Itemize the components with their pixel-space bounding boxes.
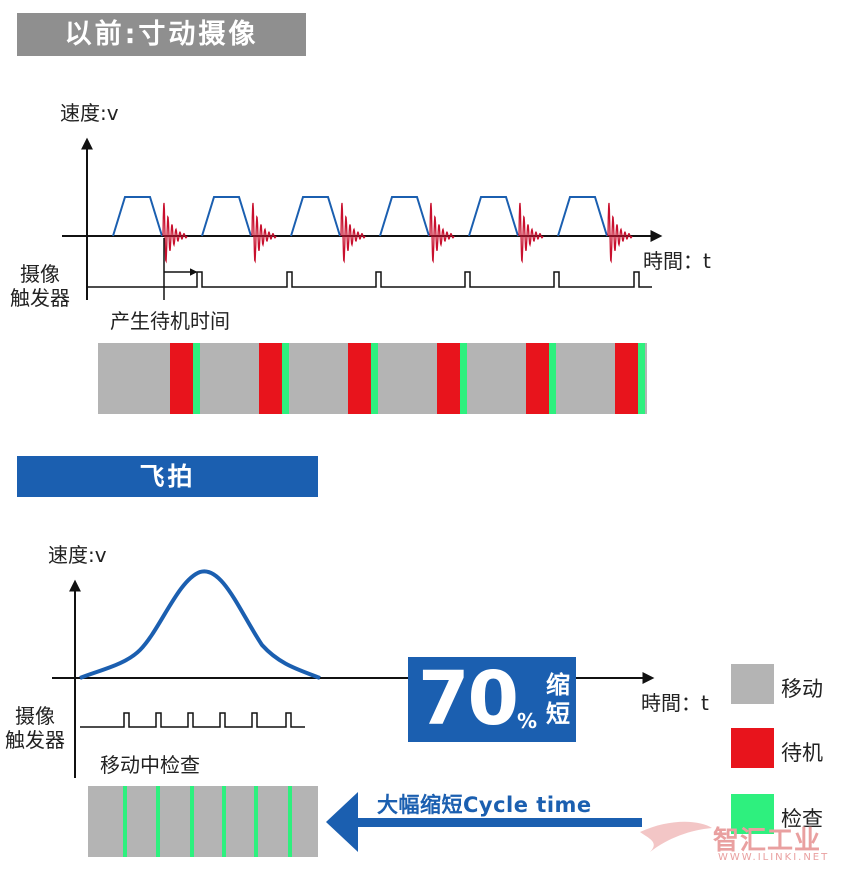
timeline-check-segment (254, 786, 258, 857)
vibration-wave (518, 202, 544, 264)
top-speed-axis-label: 速度:v (60, 101, 119, 125)
vibration-wave (251, 202, 277, 264)
timeline-move-segment (88, 786, 318, 857)
timeline-check-segment (371, 343, 378, 414)
timeline-check-segment (156, 786, 160, 857)
top-vibration-waves (162, 202, 633, 264)
vibration-wave (429, 202, 455, 264)
cycle-time-arrow (326, 792, 642, 852)
reduction-percent: % (517, 709, 538, 733)
trigger-pulse-line (80, 712, 305, 728)
bottom-timeline-bar (88, 786, 318, 857)
trigger-pulse-line (88, 271, 652, 288)
legend-swatch-wait (731, 728, 774, 768)
bottom-time-axis-label: 時間：t (641, 691, 709, 715)
legend-label-wait: 待机 (781, 741, 823, 765)
legend-label-check: 检查 (781, 807, 823, 831)
bottom-speed-curve (79, 569, 321, 680)
trigger-label-line-1: 摄像 (15, 704, 55, 728)
top-trigger-label: 摄像 触发器 (8, 262, 72, 310)
legend-label-move: 移动 (781, 677, 823, 701)
flying-shot-banner: 飞拍 (17, 456, 318, 497)
timeline-wait-segment (615, 343, 638, 414)
reduction-word: 缩短 (546, 671, 570, 728)
wait-time-note: 产生待机时间 (110, 309, 230, 333)
timeline-wait-segment (437, 343, 460, 414)
bottom-speed-axis-label: 速度:v (48, 543, 107, 567)
timeline-check-segment (123, 786, 127, 857)
speed-trapezoid (379, 196, 430, 237)
timeline-wait-segment (259, 343, 282, 414)
timeline-check-segment (460, 343, 467, 414)
top-trigger-signal (88, 271, 652, 288)
speed-trapezoid (557, 196, 608, 237)
trigger-label-line-1: 摄像 (20, 262, 60, 286)
timeline-check-segment (288, 786, 292, 857)
timeline-wait-segment (348, 343, 371, 414)
cycle-time-text: 大幅缩短Cycle time (377, 793, 592, 817)
vibration-wave (162, 202, 188, 264)
top-timeline-bar (98, 343, 647, 414)
speed-trapezoid (468, 196, 519, 237)
timeline-check-segment (222, 786, 226, 857)
reduction-number: 70 (418, 656, 519, 742)
watermark-url: WWW.ILINKI.NET (718, 852, 830, 863)
speed-trapezoid (290, 196, 341, 237)
reduction-badge: 70 % 缩短 (408, 657, 576, 742)
top-speed-profile (112, 196, 608, 237)
legend-swatch-check (731, 794, 774, 834)
trigger-label-line-2: 触发器 (10, 286, 70, 310)
timeline-wait-segment (170, 343, 193, 414)
bottom-trigger-signal (80, 712, 305, 728)
bottom-trigger-label: 摄像 触发器 (3, 704, 67, 752)
speed-trapezoid (112, 196, 163, 237)
timeline-check-segment (190, 786, 194, 857)
timeline-check-segment (638, 343, 645, 414)
previous-method-banner: 以前:寸动摄像 (17, 13, 306, 56)
speed-trapezoid (201, 196, 252, 237)
trigger-label-line-2: 触发器 (5, 728, 65, 752)
timeline-check-segment (282, 343, 289, 414)
watermark-text: 智汇工业 (713, 826, 822, 856)
timeline-wait-segment (526, 343, 549, 414)
legend-swatch-move (731, 664, 774, 704)
timeline-check-segment (549, 343, 556, 414)
vibration-wave (607, 202, 633, 264)
timeline-check-segment (193, 343, 200, 414)
vibration-wave (340, 202, 366, 264)
watermark-logo-icon (640, 821, 712, 852)
inspect-while-moving-note: 移动中检查 (100, 753, 200, 777)
top-time-axis-label: 時間：t (643, 249, 711, 273)
